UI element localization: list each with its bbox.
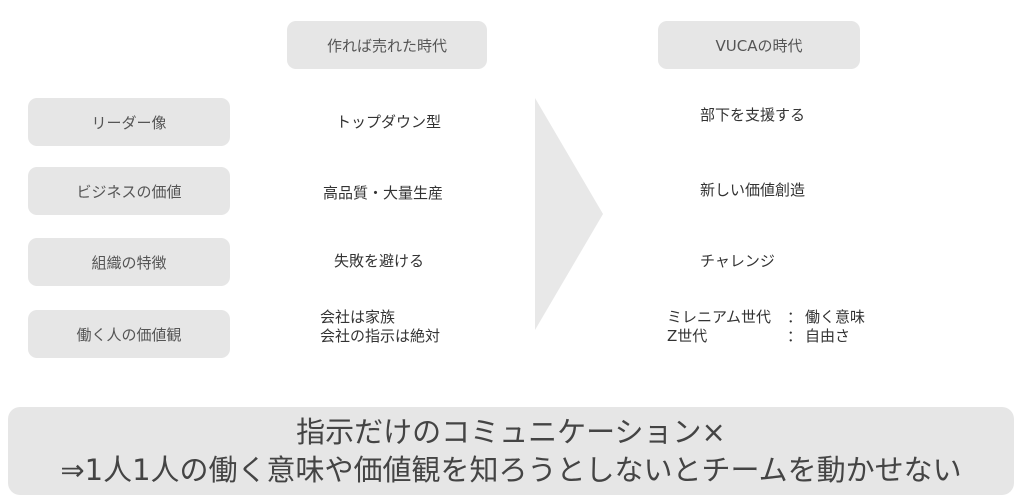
transition-arrow-icon [535, 98, 603, 330]
cell-after-organization: チャレンジ [700, 252, 775, 270]
conclusion-line-2: ⇒1人1人の働く意味や価値観を知ろうとしないとチームを動かせない [60, 453, 962, 487]
cell-after-business-value: 新しい価値創造 [700, 181, 806, 199]
row-label-business-value: ビジネスの価値 [28, 167, 230, 215]
generation-name: Z世代 [667, 327, 708, 345]
generation-value: 働く意味 [805, 308, 866, 326]
cell-after-leader: 部下を支援する [700, 106, 806, 124]
row-label-worker-values: 働く人の価値観 [28, 310, 230, 358]
cell-before-worker-values: 会社は家族 会社の指示は絶対 [320, 308, 440, 346]
generation-row: ミレニアム世代 ： 働く意味 [667, 308, 865, 327]
row-label-leader: リーダー像 [28, 98, 230, 146]
generation-name: ミレニアム世代 [667, 308, 771, 326]
column-header-after: VUCAの時代 [658, 21, 860, 69]
conclusion-line-1: 指示だけのコミュニケーション× [296, 415, 726, 449]
generation-separator: ： [787, 308, 803, 326]
row-label-organization: 組織の特徴 [28, 238, 230, 286]
cell-line: 会社の指示は絶対 [320, 327, 441, 345]
column-header-before: 作れば売れた時代 [287, 21, 487, 69]
conclusion-banner: 指示だけのコミュニケーション× ⇒1人1人の働く意味や価値観を知ろうとしないとチ… [8, 407, 1014, 495]
cell-after-worker-values: ミレニアム世代 ： 働く意味 Z世代 ： 自由さ [667, 308, 865, 346]
generation-row: Z世代 ： 自由さ [667, 327, 865, 346]
cell-before-organization: 失敗を避ける [334, 252, 425, 270]
cell-line: 会社は家族 [320, 308, 396, 326]
cell-before-leader: トップダウン型 [336, 113, 442, 131]
cell-before-business-value: 高品質・大量生産 [323, 184, 444, 202]
generation-separator: ： [787, 327, 803, 345]
generation-value: 自由さ [805, 327, 851, 345]
